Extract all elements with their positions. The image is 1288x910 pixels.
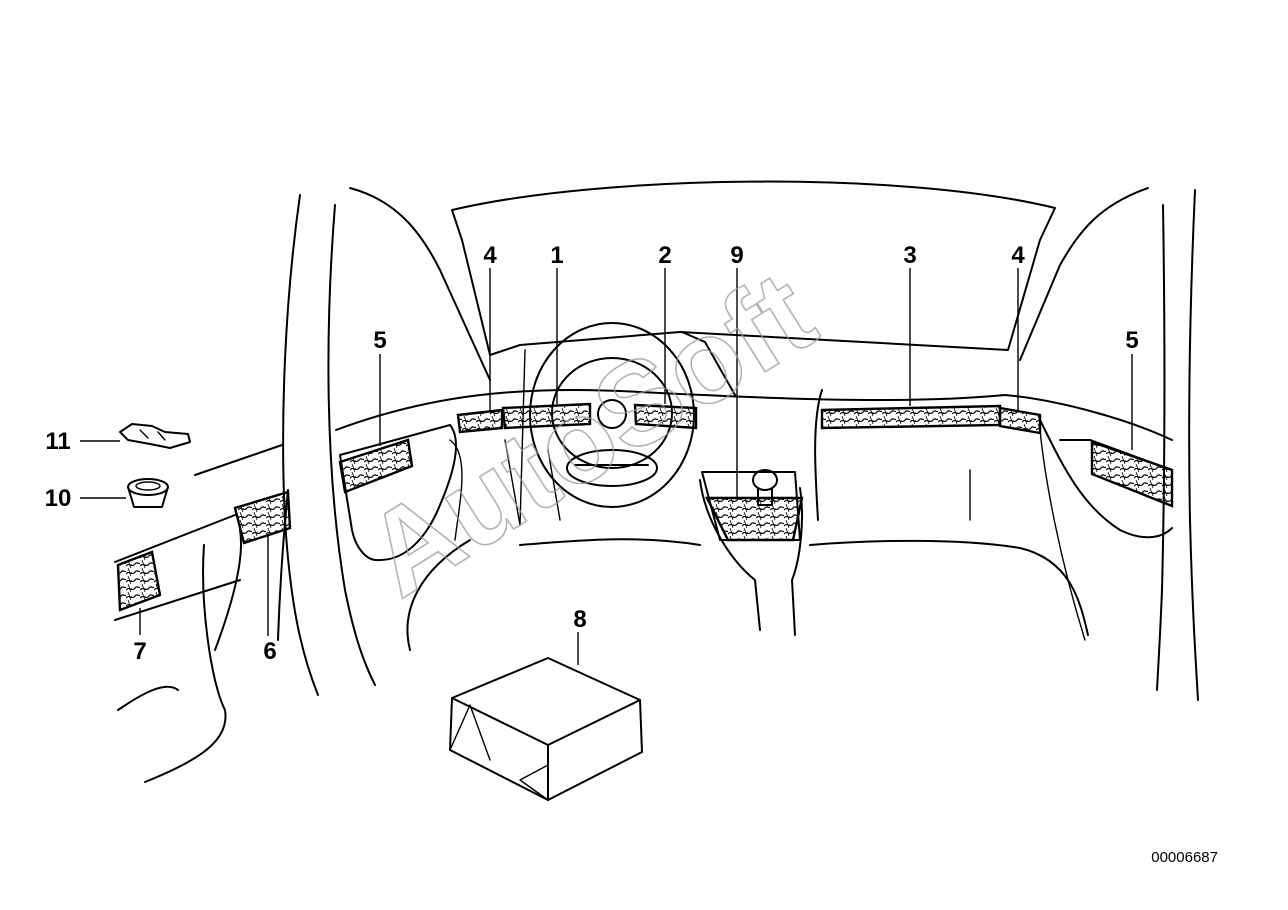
trim-part-9[interactable] <box>705 496 804 542</box>
callout-6: 6 <box>263 638 276 665</box>
callout-4-left: 4 <box>483 242 497 269</box>
callout-labels: 1 2 3 4 4 5 5 6 7 8 9 10 11 <box>45 242 1139 665</box>
callout-10: 10 <box>45 485 72 512</box>
trim-part-4-right[interactable] <box>998 406 1042 435</box>
trim-part-1[interactable] <box>501 402 592 430</box>
callout-3: 3 <box>903 242 916 269</box>
trim-part-7[interactable] <box>116 550 162 612</box>
trim-part-5-left[interactable] <box>338 438 414 494</box>
parts-box-8[interactable] <box>449 657 643 801</box>
trim-part-6[interactable] <box>233 490 292 545</box>
clip-part-11[interactable] <box>119 423 191 449</box>
callout-11: 11 <box>45 428 70 455</box>
callout-2: 2 <box>658 242 671 269</box>
callout-5-right: 5 <box>1125 327 1138 354</box>
trim-part-4-left[interactable] <box>456 408 504 434</box>
button-part-10[interactable] <box>127 478 169 508</box>
trim-part-3[interactable] <box>820 404 1002 430</box>
leader-lines <box>80 268 1133 665</box>
trim-part-2[interactable] <box>633 403 698 430</box>
small-parts <box>119 423 191 508</box>
callout-1: 1 <box>550 242 563 269</box>
callout-7: 7 <box>133 638 146 665</box>
left-door-panel <box>114 444 289 783</box>
document-number: 00006687 <box>1151 849 1218 866</box>
callout-8: 8 <box>573 606 586 633</box>
callout-5-left: 5 <box>373 327 386 354</box>
callout-4-right: 4 <box>1011 242 1025 269</box>
wood-trim-parts <box>116 402 1174 612</box>
trim-part-5-right[interactable] <box>1090 440 1174 508</box>
callout-9: 9 <box>730 242 743 269</box>
